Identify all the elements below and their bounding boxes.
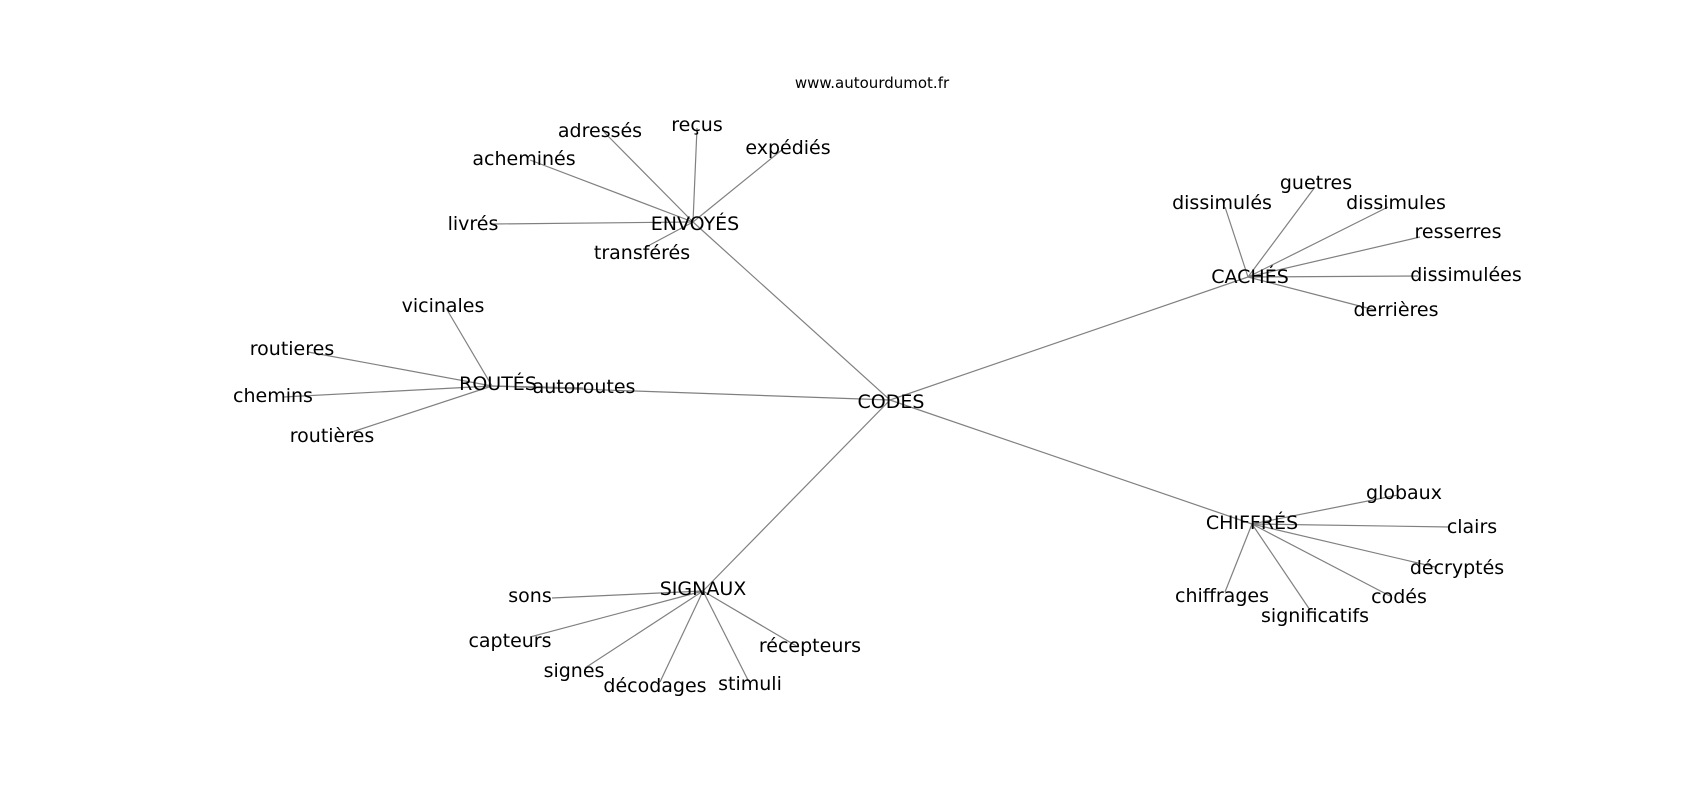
edge-routes-routieres (307, 351, 493, 387)
node-leaf-dissimules[interactable]: dissimulés (1172, 192, 1272, 214)
node-hub-routes[interactable]: ROUTÉS (459, 372, 537, 395)
node-leaf-signes[interactable]: signes (544, 660, 605, 682)
node-leaf-adresses[interactable]: adressés (558, 120, 642, 142)
edge-center-envoyes (692, 221, 891, 401)
node-hub-chiffres[interactable]: CHIFFRÉS (1206, 511, 1298, 534)
edge-envoyes-expedies (692, 148, 784, 223)
edge-chiffres-globaux (1251, 494, 1399, 525)
node-leaf-globaux[interactable]: globaux (1366, 482, 1442, 504)
node-leaf-guetres[interactable]: guetres (1280, 172, 1352, 194)
node-leaf-significatifs[interactable]: significatifs (1261, 605, 1369, 627)
site-url: www.autourdumot.fr (795, 74, 950, 92)
node-hub-caches[interactable]: CACHÉS (1211, 265, 1289, 288)
edge-routes-chemins (282, 385, 493, 398)
node-leaf-decodages[interactable]: décodages (603, 675, 706, 697)
node-hub-envoyes[interactable]: ENVOYÉS (651, 212, 739, 235)
node-leaf-routieres[interactable]: routières (290, 425, 374, 447)
edge-routes-autoroutes (491, 385, 584, 389)
edge-caches-dissimulees (1247, 275, 1419, 278)
edge-signaux-signes (584, 590, 704, 669)
edge-chiffres-clairs (1251, 523, 1451, 528)
node-leaf-dissimulees[interactable]: dissimulées (1410, 264, 1522, 286)
edge-chiffres-decryptes (1251, 523, 1436, 568)
node-leaf-expedies[interactable]: expédiés (745, 137, 830, 159)
node-leaf-stimuli[interactable]: stimuli (718, 673, 782, 695)
node-center-codes[interactable]: CODES (858, 391, 925, 413)
edge-center-chiffres (889, 399, 1253, 525)
edge-signaux-stimuli (702, 590, 749, 681)
edge-chiffres-chiffrages (1224, 523, 1253, 593)
edge-envoyes-livres (491, 221, 694, 225)
edge-envoyes-transferes (645, 221, 694, 248)
edge-envoyes-adresses (603, 131, 694, 223)
edge-caches-dissimules (1247, 206, 1389, 278)
edge-routes-routieres (351, 385, 493, 433)
node-leaf-decryptes[interactable]: décryptés (1410, 557, 1504, 579)
edge-signaux-capteurs (529, 590, 704, 638)
node-leaf-livres[interactable]: livrés (448, 213, 499, 235)
node-leaf-sons[interactable]: sons (508, 585, 551, 607)
edge-chiffres-codes (1251, 523, 1391, 597)
edge-caches-guetres (1247, 186, 1316, 278)
graph-labels: CODES ENVOYÉS adressés reçus expédiés achemin… (233, 114, 1522, 697)
edge-signaux-decodages (659, 590, 704, 683)
node-leaf-chemins[interactable]: chemins (233, 385, 313, 407)
node-leaf-clairs[interactable]: clairs (1447, 516, 1497, 538)
edge-envoyes-achemines (529, 159, 694, 223)
edge-signaux-sons (551, 590, 704, 599)
node-leaf-vicinales[interactable]: vicinales (402, 295, 485, 317)
edge-routes-vicinales (445, 307, 493, 387)
edge-center-signaux (702, 399, 891, 592)
node-leaf-capteurs[interactable]: capteurs (468, 630, 551, 652)
node-leaf-recepteurs[interactable]: récepteurs (759, 635, 861, 657)
graph-edges (282, 127, 1451, 683)
edge-signaux-recepteurs (702, 590, 799, 648)
edge-chiffres-significatifs (1251, 523, 1311, 611)
node-leaf-routieres[interactable]: routieres (250, 338, 334, 360)
node-leaf-derrieres[interactable]: derrières (1354, 299, 1439, 321)
node-leaf-transferes[interactable]: transférés (594, 242, 690, 264)
node-leaf-chiffrages[interactable]: chiffrages (1175, 585, 1269, 607)
node-leaf-codes[interactable]: codés (1371, 586, 1427, 608)
node-leaf-achemines[interactable]: acheminés (472, 148, 575, 170)
node-leaf-recus[interactable]: reçus (671, 114, 722, 136)
node-leaf-dissimules[interactable]: dissimules (1346, 192, 1446, 214)
edge-caches-derrieres (1247, 276, 1376, 311)
node-leaf-autoroutes[interactable]: autoroutes (533, 376, 636, 398)
node-leaf-resserres[interactable]: resserres (1414, 221, 1501, 243)
edge-center-caches (889, 276, 1249, 401)
edge-caches-resserres (1247, 236, 1421, 278)
edge-envoyes-recus (692, 127, 698, 223)
edge-center-routes (491, 385, 891, 401)
node-hub-signaux[interactable]: SIGNAUX (660, 578, 747, 600)
edge-caches-dissimules (1224, 206, 1249, 278)
